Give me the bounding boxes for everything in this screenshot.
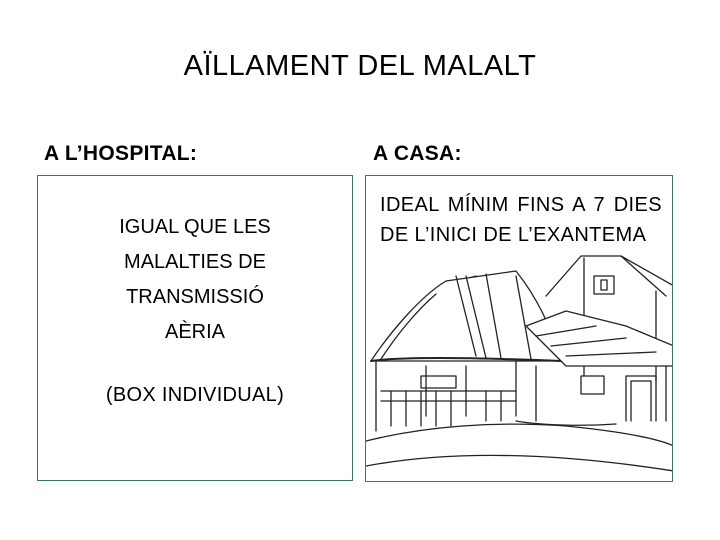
hospital-text-line: IGUAL QUE LES <box>119 216 271 238</box>
hospital-box: IGUAL QUE LES MALALTIES DE TRANSMISSIÓ A… <box>37 175 353 481</box>
hospital-main-text: IGUAL QUE LES MALALTIES DE TRANSMISSIÓ A… <box>38 210 352 350</box>
home-isolation-text: IDEAL MÍNIM FINS A 7 DIES DE L’INICI DE … <box>380 190 662 250</box>
hospital-text-line: MALALTIES DE <box>124 251 266 273</box>
home-heading: A CASA: <box>373 142 462 165</box>
hospital-text-line: AÈRIA <box>164 321 226 343</box>
box-individual-note: (BOX INDIVIDUAL) <box>105 384 285 406</box>
hospital-text-line: TRANSMISSIÓ <box>126 286 264 308</box>
village-houses-illustration <box>366 255 672 472</box>
slide-title: AÏLLAMENT DEL MALALT <box>183 50 537 82</box>
home-box: IDEAL MÍNIM FINS A 7 DIES DE L’INICI DE … <box>365 175 673 482</box>
hospital-heading: A L’HOSPITAL: <box>44 142 198 165</box>
